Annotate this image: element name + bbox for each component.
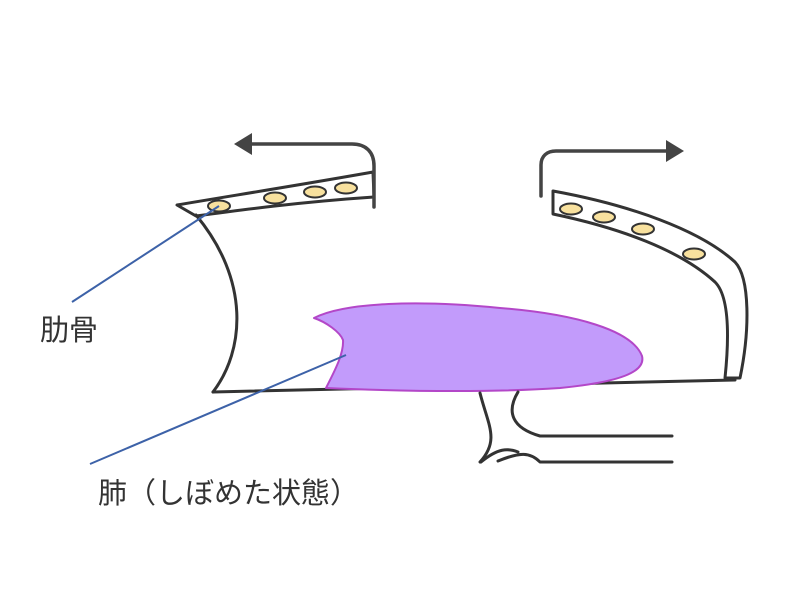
left-arrow-head bbox=[234, 133, 252, 155]
right-rib-beads bbox=[559, 202, 706, 261]
right-rib-band bbox=[551, 189, 749, 380]
rib-bead bbox=[631, 222, 655, 236]
rib-label: 肋骨 bbox=[40, 313, 98, 347]
rib-leader-line bbox=[71, 205, 220, 303]
rib-bead bbox=[682, 247, 706, 261]
rib-bead bbox=[334, 181, 358, 195]
rib-bead bbox=[263, 191, 287, 205]
lung-leader-line bbox=[89, 354, 347, 465]
right-arrow-head bbox=[666, 140, 684, 162]
deflated-lung bbox=[313, 302, 644, 392]
right-arrow-shaft bbox=[539, 149, 674, 198]
bronchus-outer bbox=[478, 390, 674, 464]
rib-bead bbox=[559, 202, 583, 216]
lung-label: 肺（しぼめた状態） bbox=[98, 476, 359, 510]
left-chest-wall bbox=[194, 213, 239, 394]
rib-bead bbox=[592, 210, 616, 224]
bronchus-fork bbox=[479, 448, 520, 464]
left-arrow-shaft bbox=[244, 142, 376, 209]
rib-bead bbox=[303, 185, 327, 199]
